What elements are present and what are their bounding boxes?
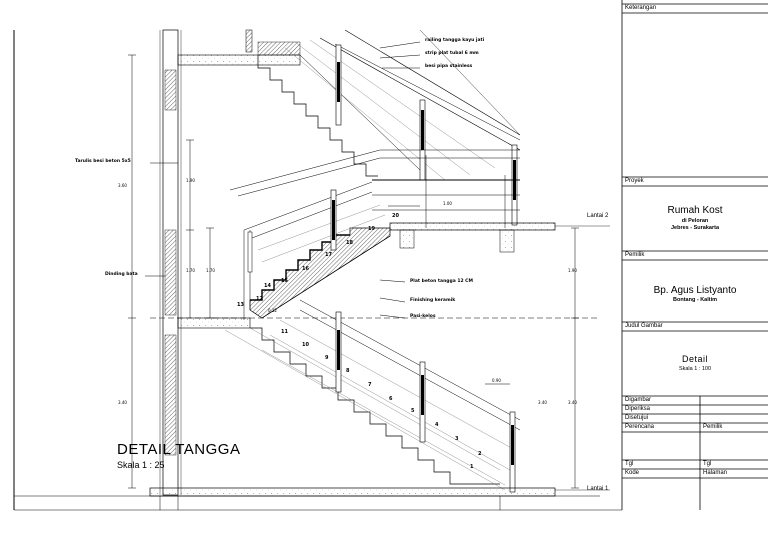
step-number: 2 [478, 451, 482, 457]
left-wall [159, 29, 182, 496]
ground-slab [14, 487, 610, 510]
annotation-wall: Dinding bata [105, 272, 138, 277]
step-number: 15 [281, 278, 288, 284]
upper-landing-slab [389, 222, 610, 253]
lower-balusters [335, 311, 516, 493]
step-number: 19 [368, 226, 375, 232]
step-number: 7 [368, 382, 372, 388]
detail-scale: Skala 1 : 100 [678, 366, 712, 372]
dim-left-bottom: 3.40 [118, 400, 127, 405]
step-number: 9 [325, 355, 329, 361]
dim-rail-height: 0.90 [492, 378, 501, 383]
halaman-label: Halaman [703, 470, 728, 476]
mid-landing-railing [229, 149, 520, 228]
tgl-label: Tgl [625, 461, 634, 467]
dim-left-top: 3.60 [118, 183, 127, 188]
step-number: 14 [264, 283, 271, 289]
upper-flight [257, 29, 521, 181]
step-number: 3 [455, 436, 459, 442]
step-number: 6 [389, 396, 393, 402]
step-number: 20 [392, 213, 399, 219]
project-name: Rumah Kost [667, 205, 723, 216]
tgl-label-2: Tgl [703, 461, 712, 467]
digambar-label: Digambar [625, 397, 652, 403]
judul-gambar-label: Judul Gambar [625, 323, 663, 329]
drawing-title: DETAIL TANGGA [117, 441, 241, 458]
step-number: 16 [302, 266, 309, 272]
dim-left-inner-bottom: 1.70 [186, 268, 195, 273]
lower-flight [224, 299, 521, 491]
step-number: 11 [281, 329, 288, 335]
project-location-1: di Peloran [681, 218, 709, 224]
annotation-strip: strip plat tubal 6 mm [425, 51, 479, 56]
step-number: 8 [346, 368, 350, 374]
top-floor-slab [177, 29, 301, 66]
step-number: 12 [256, 296, 263, 302]
middle-flight [243, 227, 391, 320]
dim-right-bottom: 3.40 [568, 400, 577, 405]
annotation-pipe: besi pipa stainless [425, 64, 473, 69]
annotation-finishing: Finishing keramik [410, 298, 456, 303]
step-number: 10 [302, 342, 309, 348]
annotation-column: Tarulis besi beton 5x5 [75, 159, 131, 164]
step-number: 1 [470, 464, 474, 470]
proyek-label: Proyek [625, 178, 644, 184]
diperiksa-label: Diperiksa [625, 406, 651, 412]
step-number: 4 [435, 422, 439, 428]
pemilik-label: Pemilik [625, 252, 645, 258]
dim-right-mid: 1.90 [568, 268, 577, 273]
annotation-slab: Plat beton tangga 12 CM [410, 279, 473, 284]
drawing-scale: Skala 1 : 25 [117, 460, 165, 470]
detail-title: Detail [681, 354, 708, 364]
step-number: 17 [325, 252, 332, 258]
dim-inner-small: 1.70 [206, 268, 215, 273]
step-number: 5 [411, 408, 415, 414]
level-upper-label: Lantai 2 [587, 213, 609, 219]
perencana-label: Perencana [625, 424, 655, 430]
leader-lines [145, 41, 421, 319]
middle-railing [243, 181, 386, 273]
step-number: 13 [237, 302, 244, 308]
dim-landing: 1.00 [443, 201, 452, 206]
disetujui-label: Disetujui [625, 415, 649, 421]
project-location-2: Jebres - Surakarta [671, 225, 719, 231]
keterangan-label: Keterangan [625, 5, 657, 11]
dim-left-inner-top: 1.90 [186, 178, 195, 183]
annotation-railing: railing tangga kayu jati [425, 38, 485, 43]
dim-tread: 0.12 [268, 308, 277, 313]
level-lower-label: Lantai 1 [587, 486, 609, 492]
owner-name: Bp. Agus Listyanto [653, 285, 737, 296]
title-block-frame [621, 0, 768, 510]
dim-mid-bottom: 3.40 [538, 400, 547, 405]
upper-balusters [335, 44, 518, 226]
mid-floor-slab [150, 317, 600, 329]
dimension-lines [128, 54, 579, 489]
step-number: 18 [346, 240, 353, 246]
owner-location: Bontang - Kaltim [673, 297, 717, 303]
annotation-screed: Pasi-kelos [410, 314, 436, 319]
pemilik-sign-label: Pemilik [703, 424, 723, 430]
kode-label: Kode [625, 470, 640, 476]
